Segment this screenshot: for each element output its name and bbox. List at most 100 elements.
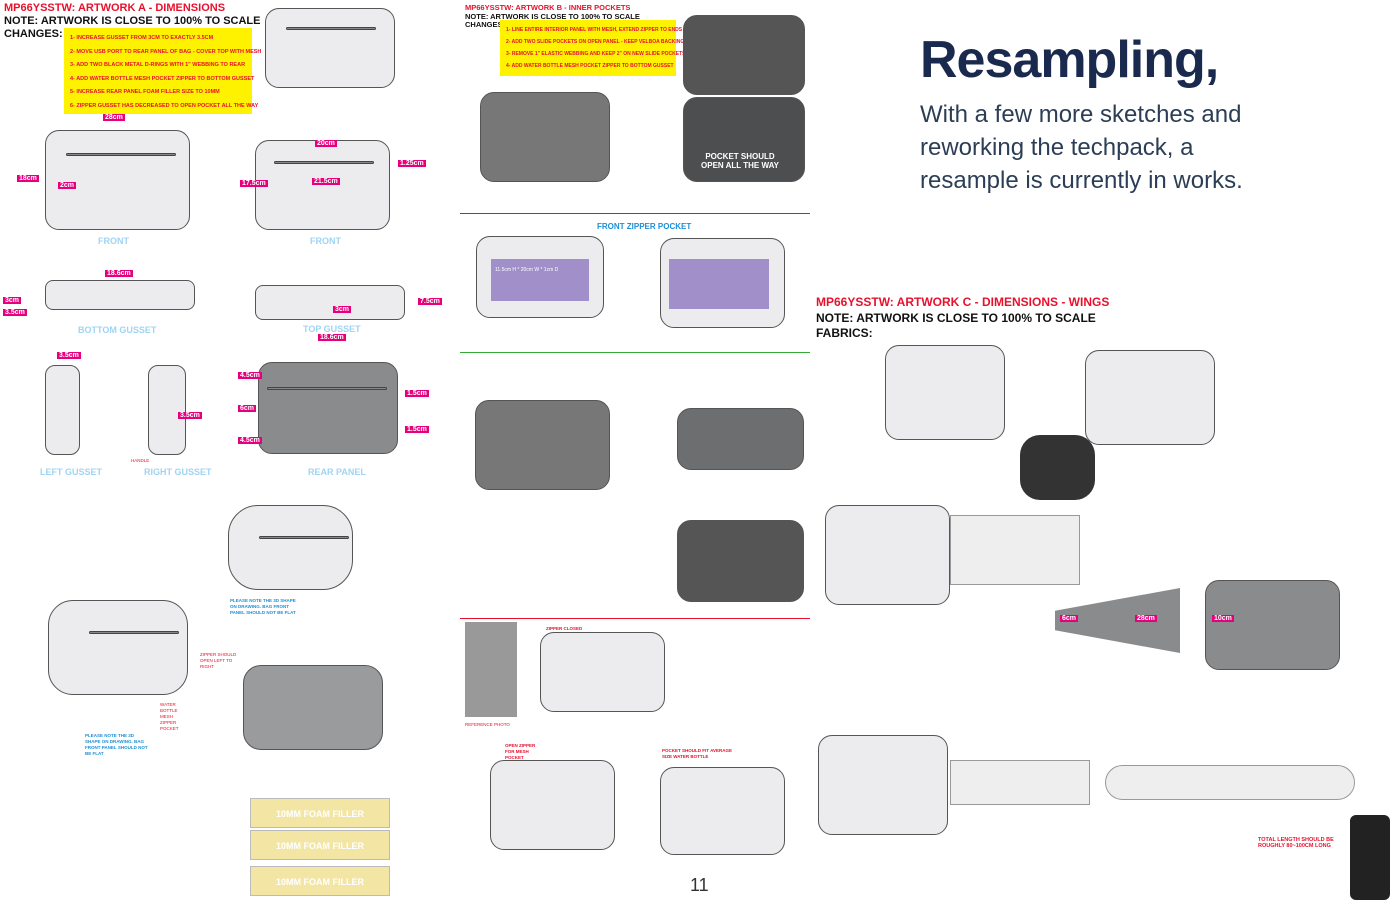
annotation: ZIPPER SHOULD OPEN LEFT TO RIGHT — [200, 652, 237, 669]
change-item: 2- MOVE USB PORT TO REAR PANEL OF BAG - … — [70, 48, 262, 55]
strap — [950, 760, 1090, 805]
view-label: TOP GUSSET — [303, 324, 361, 334]
annotation: POCKET SHOULD FIT AVERAGE SIZE WATER BOT… — [662, 748, 733, 759]
dimension-label: 10cm — [1212, 615, 1234, 622]
closed-bag-sketch — [540, 632, 665, 712]
artwork-a-changes-label: CHANGES: — [4, 28, 63, 40]
dimension-label: 18cm — [17, 175, 39, 182]
strap-bag-sketch — [818, 735, 948, 835]
artwork-a-note: NOTE: ARTWORK IS CLOSE TO 100% TO SCALE — [4, 15, 261, 27]
front-zipper-title: FRONT ZIPPER POCKET — [597, 222, 692, 231]
resampling-body: With a few more sketches and reworking t… — [920, 101, 1243, 194]
annotation: ZIPPER CLOSED — [546, 626, 583, 631]
dimension-label: 1.5cm — [405, 390, 429, 397]
bag-3d-sketch-2 — [48, 600, 188, 695]
open-bag-top — [683, 15, 805, 95]
page-number: 11 — [690, 875, 709, 895]
artwork-b-note: NOTE: ARTWORK IS CLOSE TO 100% TO SCALE — [465, 12, 640, 21]
foam-filler-label: 10MM FOAM FILLER — [250, 798, 390, 828]
divider — [460, 618, 810, 619]
bag-front-sketch-2 — [255, 140, 390, 230]
pocket-open-label: POCKET SHOULD OPEN ALL THE WAY — [701, 152, 779, 170]
dimension-label: 21.5cm — [312, 178, 340, 185]
divider — [460, 352, 810, 353]
artwork-b-title: MP66YSSTW: ARTWORK B - INNER POCKETS — [465, 3, 631, 12]
wing-strap — [950, 515, 1080, 585]
artwork-b-changes-label: CHANGES: — [465, 20, 506, 29]
divider — [460, 213, 810, 214]
slide-pocket-panel-2 — [677, 520, 804, 602]
dimension-label: 3cm — [333, 306, 352, 313]
open-bag-bottom — [683, 97, 805, 182]
dimension-label: 20cm — [315, 140, 337, 147]
view-label: LEFT GUSSET — [40, 467, 103, 477]
foam-filler-label: 10MM FOAM FILLER — [250, 830, 390, 860]
bottom-gusset-sketch — [45, 280, 195, 310]
bag-front-sketch — [45, 130, 190, 230]
dimension-label: 18.6cm — [318, 334, 346, 341]
bottle-pocket-sketch — [660, 767, 785, 855]
total-length-note: TOTAL LENGTH SHOULD BE ROUGHLY 80~100CM … — [1258, 837, 1334, 849]
dimension-label: 28cm — [103, 114, 125, 121]
dimension-label: 28cm — [1135, 615, 1157, 622]
artwork-c-title: MP66YSSTW: ARTWORK C - DIMENSIONS - WING… — [816, 295, 1110, 309]
change-item: 4- ADD WATER BOTTLE MESH POCKET ZIPPER T… — [506, 63, 674, 69]
change-item: 4- ADD WATER BOTTLE MESH POCKET ZIPPER T… — [70, 75, 255, 82]
slide-pocket-panel — [677, 408, 804, 470]
change-item: 6- ZIPPER GUSSET HAS DECREASED TO OPEN P… — [70, 102, 259, 109]
dimension-label: 6cm — [1060, 615, 1079, 622]
view-label: REAR PANEL — [308, 467, 366, 477]
strap-extension — [1105, 765, 1355, 800]
dimension-label: 7.5cm — [418, 298, 442, 305]
annotation: PLEASE NOTE THE 3D SHAPE ON DRAWING. BAG… — [85, 733, 148, 756]
wing-rear-sketch — [1205, 580, 1340, 670]
annotation: OPEN ZIPPER FOR MESH POCKET — [505, 743, 536, 760]
bag-sketch-top — [265, 8, 395, 88]
dimension-label: 1.25cm — [398, 160, 426, 167]
dimension-label: 17.5cm — [240, 180, 268, 187]
dimension-label: 3.5cm — [57, 352, 81, 359]
front-pocket-sketch: 11.5cm H * 20cm W * 1cm D — [476, 236, 604, 318]
wing-bag-sketch — [885, 345, 1005, 440]
rear-open-sketch — [243, 665, 383, 750]
annotation: WATER BOTTLE MESH ZIPPER POCKET — [160, 702, 179, 731]
wing-front-sketch — [825, 505, 950, 605]
clip-photo — [1350, 815, 1390, 900]
interior-sketch — [480, 92, 610, 182]
dimension-label: 1.5cm — [405, 426, 429, 433]
annotation: PLEASE NOTE THE 3D SHAPE ON DRAWING. BAG… — [230, 598, 296, 615]
artwork-a-title: MP66YSSTW: ARTWORK A - DIMENSIONS — [4, 2, 226, 14]
dimension-label: 6cm — [238, 405, 257, 412]
dimension-label: 3.5cm — [178, 412, 202, 419]
change-item: 1- LINE ENTIRE INTERIOR PANEL WITH MESH,… — [506, 27, 683, 33]
view-label: BOTTOM GUSSET — [78, 325, 157, 335]
dimension-label: 4.5cm — [238, 372, 262, 379]
change-item: 3- ADD TWO BLACK METAL D-RINGS WITH 1" W… — [70, 62, 246, 68]
pocket-dimension: 11.5cm H * 20cm W * 1cm D — [491, 259, 589, 301]
top-gusset-sketch — [255, 285, 405, 320]
artwork-c-note: NOTE: ARTWORK IS CLOSE TO 100% TO SCALE — [816, 311, 1096, 325]
slide-pocket-sketch — [475, 400, 610, 490]
change-item: 5- INCREASE REAR PANEL FOAM FILLER SIZE … — [70, 89, 220, 95]
dimension-label: 4.5cm — [238, 437, 262, 444]
dimension-label: 2cm — [58, 182, 77, 189]
reference-photo — [465, 622, 517, 717]
annotation: REFERENCE PHOTO — [465, 722, 510, 727]
right-gusset-sketch — [148, 365, 186, 455]
wing-bag-sketch-2 — [1085, 350, 1215, 445]
artwork-c-fabrics: FABRICS: — [816, 326, 873, 340]
dimension-label: 3cm — [3, 297, 22, 304]
dimension-label: 18.6cm — [105, 270, 133, 277]
product-photo — [1020, 435, 1095, 500]
left-gusset-sketch — [45, 365, 80, 455]
change-item: 3- REMOVE 1" ELASTIC WEBBING AND KEEP 2"… — [506, 51, 686, 57]
foam-filler-label: 10MM FOAM FILLER — [250, 866, 390, 896]
resampling-title: Resampling, — [920, 31, 1219, 89]
view-label: RIGHT GUSSET — [144, 467, 212, 477]
change-item: 2- ADD TWO SLIDE POCKETS ON OPEN PANEL -… — [506, 39, 685, 45]
rear-panel-sketch — [258, 362, 398, 454]
bag-3d-sketch — [228, 505, 353, 590]
change-item: 1- INCREASE GUSSET FROM 3CM TO EXACTLY 3… — [70, 35, 214, 41]
view-label: FRONT — [310, 236, 341, 246]
annotation: HANDLE — [131, 458, 150, 463]
